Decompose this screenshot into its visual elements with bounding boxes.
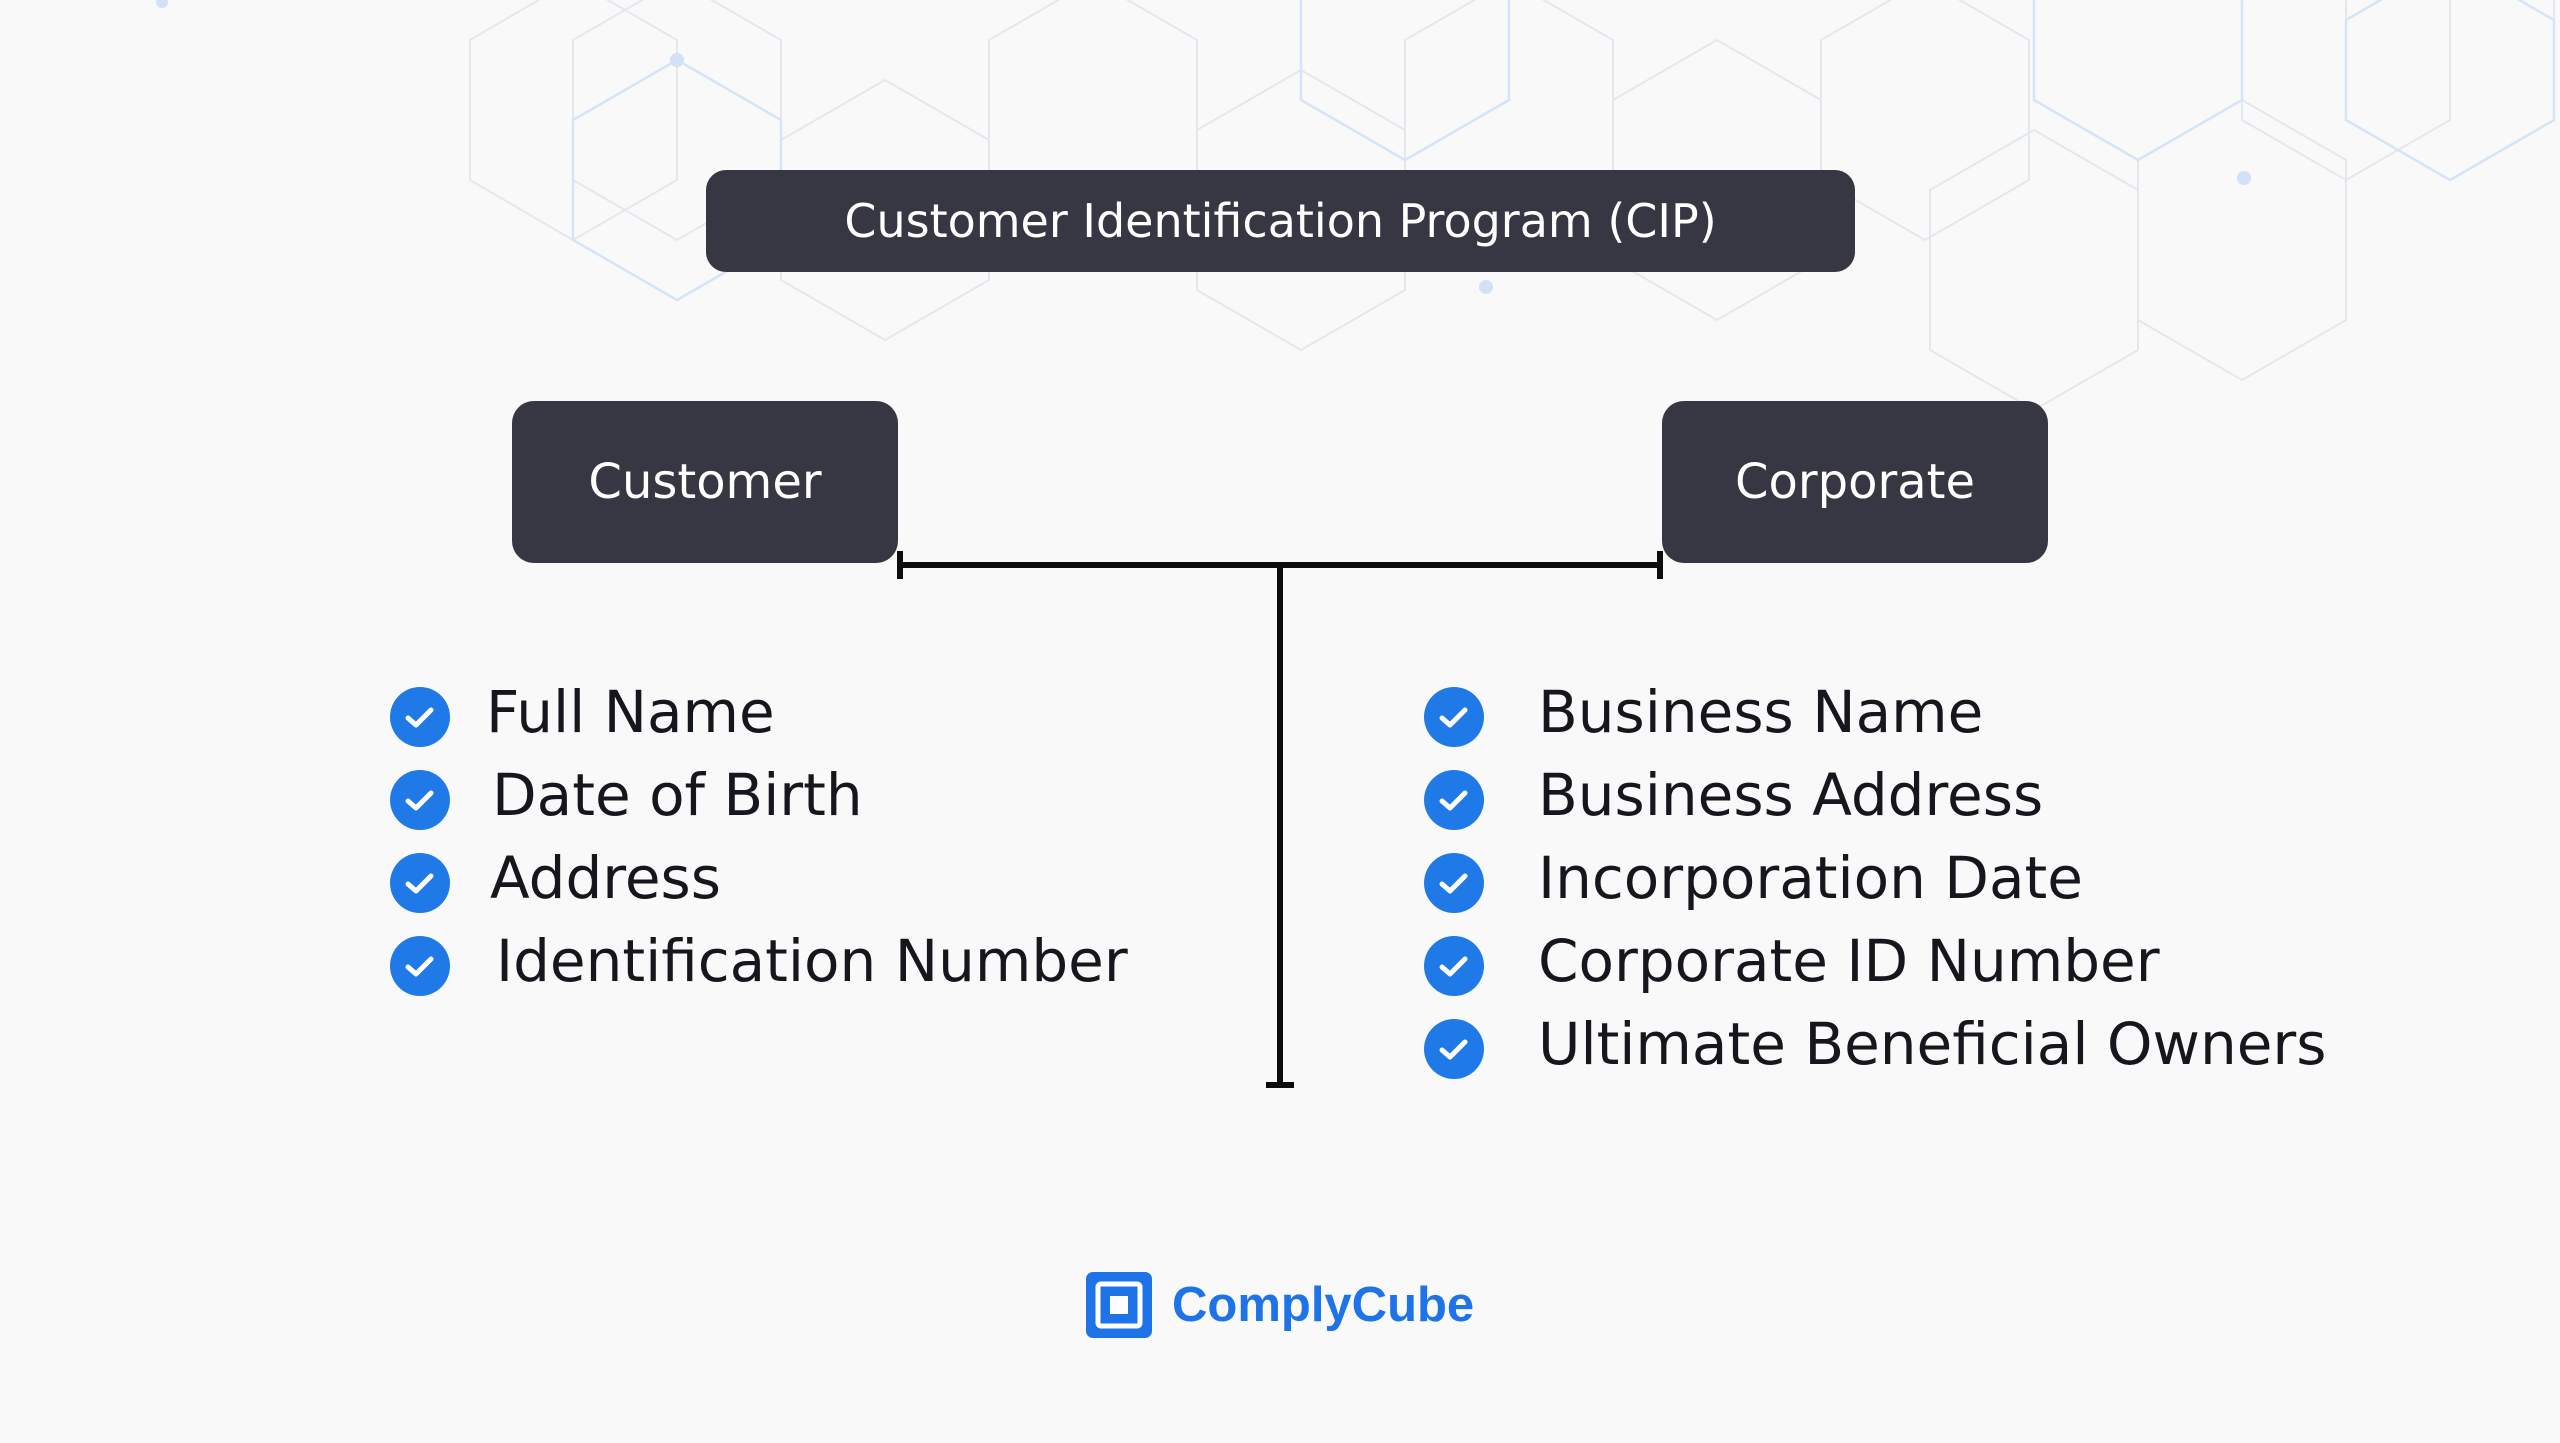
list-item: Address bbox=[390, 836, 1128, 919]
cip-title: Customer Identification Program (CIP) bbox=[844, 194, 1717, 248]
list-item: Ultimate Beneficial Owners bbox=[1424, 1002, 2326, 1085]
customer-label: Customer bbox=[588, 454, 822, 510]
list-item: Business Address bbox=[1424, 753, 2326, 836]
customer-box: Customer bbox=[512, 401, 898, 563]
customer-requirements-list: Full Name Date of Birth Address Identifi… bbox=[390, 670, 1128, 1002]
list-item: Full Name bbox=[390, 670, 1128, 753]
square-logo-icon bbox=[1086, 1272, 1152, 1338]
brand-name: ComplyCube bbox=[1172, 1278, 1475, 1332]
corporate-requirements-list: Business Name Business Address Incorpora… bbox=[1424, 670, 2326, 1085]
cip-title-box: Customer Identification Program (CIP) bbox=[706, 170, 1855, 272]
list-item: Corporate ID Number bbox=[1424, 919, 2326, 1002]
check-circle-icon bbox=[390, 852, 450, 913]
check-circle-icon bbox=[1424, 1018, 1484, 1079]
list-item: Business Name bbox=[1424, 670, 2326, 753]
check-circle-icon bbox=[390, 769, 450, 830]
list-item-label: Business Address bbox=[1538, 760, 2044, 829]
list-item-label: Address bbox=[490, 843, 721, 912]
check-circle-icon bbox=[1424, 935, 1484, 996]
check-circle-icon bbox=[1424, 686, 1484, 747]
corporate-label: Corporate bbox=[1735, 454, 1975, 510]
list-item: Identification Number bbox=[390, 919, 1128, 1002]
check-circle-icon bbox=[1424, 852, 1484, 913]
list-item: Incorporation Date bbox=[1424, 836, 2326, 919]
check-circle-icon bbox=[1424, 769, 1484, 830]
list-item-label: Corporate ID Number bbox=[1538, 926, 2160, 995]
list-item-label: Ultimate Beneficial Owners bbox=[1538, 1009, 2327, 1078]
list-item-label: Date of Birth bbox=[492, 760, 863, 829]
list-item: Date of Birth bbox=[390, 753, 1128, 836]
corporate-box: Corporate bbox=[1662, 401, 2048, 563]
list-item-label: Incorporation Date bbox=[1538, 843, 2083, 912]
list-item-label: Full Name bbox=[486, 677, 775, 746]
check-circle-icon bbox=[390, 686, 450, 747]
check-circle-icon bbox=[390, 935, 450, 996]
list-item-label: Identification Number bbox=[496, 926, 1128, 995]
brand-logo: ComplyCube bbox=[1086, 1272, 1474, 1338]
list-item-label: Business Name bbox=[1538, 677, 1984, 746]
